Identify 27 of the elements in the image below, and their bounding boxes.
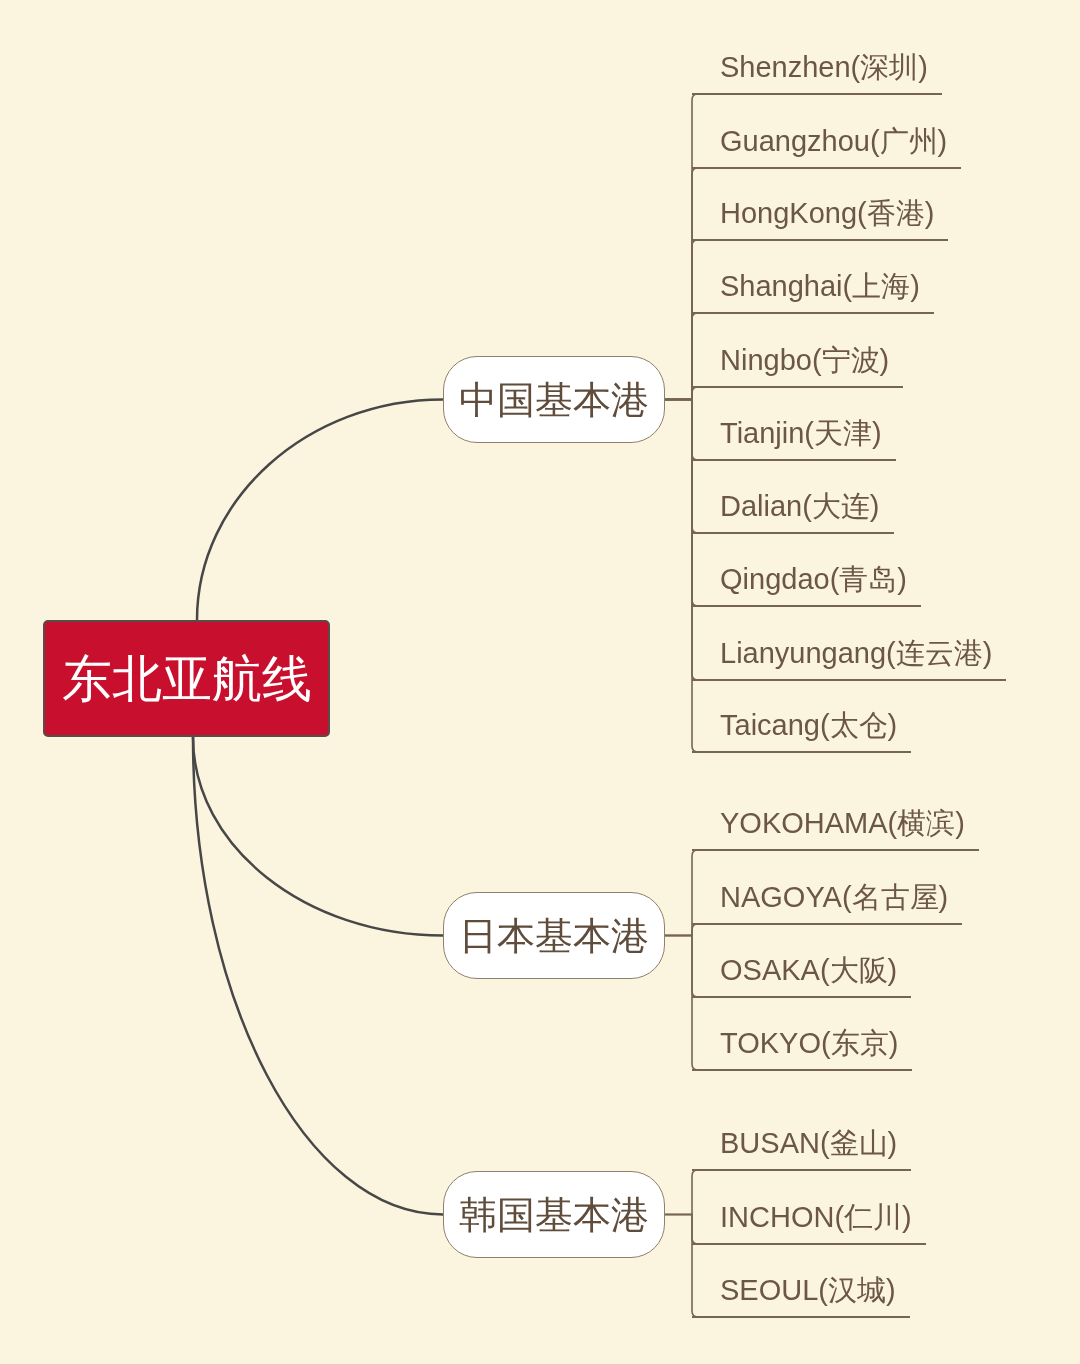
- connector-line: [191, 735, 445, 1216]
- port-name: BUSAN(釜山): [720, 1126, 898, 1161]
- port-name: Guangzhou(广州): [720, 124, 948, 159]
- port-name: SEOUL(汉城): [720, 1273, 896, 1308]
- branch-topic-label: 日本基本港: [459, 913, 649, 959]
- branch-topic-label: 韩国基本港: [459, 1192, 649, 1238]
- port-name: Ningbo(宁波): [720, 343, 890, 378]
- central-topic-box: [43, 620, 330, 737]
- port-name: Shenzhen(深圳): [720, 50, 928, 85]
- port-name: TOKYO(东京): [720, 1026, 899, 1061]
- port-name: Dalian(大连): [720, 489, 880, 524]
- port-name: INCHON(仁川): [720, 1200, 912, 1235]
- port-name: Lianyungang(连云港): [720, 636, 993, 671]
- port-name: Taicang(太仓): [720, 708, 898, 743]
- port-name: NAGOYA(名古屋): [720, 880, 949, 915]
- branch-topic-pill: [443, 892, 665, 979]
- branch-topic-pill: [443, 1171, 665, 1258]
- branch-topic-pill: [443, 356, 665, 443]
- central-topic-label: 东北亚航线: [61, 649, 312, 709]
- port-name: Qingdao(青岛): [720, 562, 907, 597]
- port-name: OSAKA(大阪): [720, 953, 898, 988]
- port-name: Tianjin(天津): [720, 416, 882, 451]
- port-name: YOKOHAMA(横滨): [720, 806, 965, 841]
- connector-line: [195, 398, 445, 622]
- branch-topic-label: 中国基本港: [459, 377, 649, 423]
- port-name: Shanghai(上海): [720, 269, 920, 304]
- port-name: HongKong(香港): [720, 196, 935, 231]
